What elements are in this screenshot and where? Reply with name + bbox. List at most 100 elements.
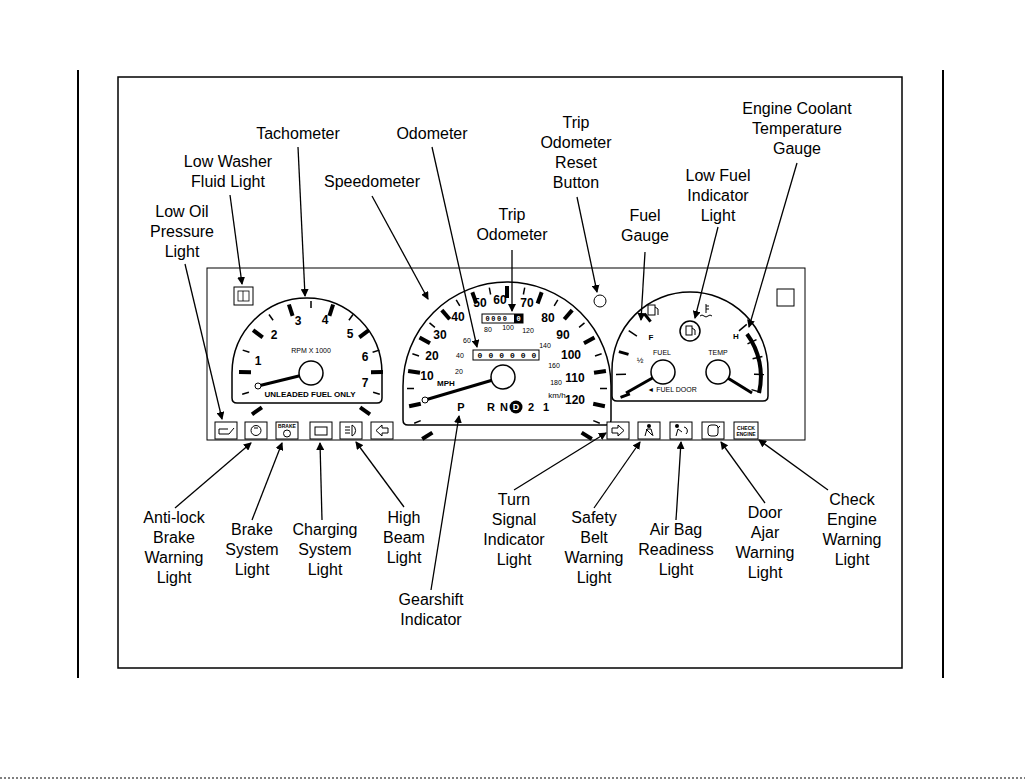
gauge-text: UNLEADED FUEL ONLY: [264, 391, 355, 399]
needle-hub: [491, 365, 515, 389]
gauge-tick: [371, 370, 383, 374]
gauge-tick: [564, 310, 572, 319]
gauge-ticks: [239, 286, 764, 439]
callout-label: Tachometer: [238, 124, 358, 144]
page-rule: [942, 70, 944, 678]
leader-line: [759, 440, 828, 490]
odometer-digits: 0: [516, 315, 520, 322]
callout-label: Check Engine Warning Light: [815, 490, 890, 570]
leader-line: [372, 196, 428, 299]
leader-lines: [175, 147, 828, 590]
callout-label: Fuel Gauge: [615, 206, 675, 246]
leader-line: [577, 197, 597, 292]
kmh-number: 40: [456, 352, 464, 359]
callout-label: Charging System Light: [285, 520, 365, 580]
gear-letter: R: [487, 402, 495, 413]
gauge-tick: [269, 315, 273, 321]
kmh-number: 20: [455, 368, 463, 375]
gauge-tick: [310, 301, 312, 308]
callout-label: Gearshift Indicator: [381, 590, 481, 630]
gauge-tick: [420, 338, 431, 344]
kmh-number: 180: [550, 379, 562, 386]
gauge-tick: [349, 315, 353, 321]
tachometer-face: [232, 298, 382, 403]
gauge-tick: [359, 330, 369, 337]
temp-hot-band: [747, 334, 761, 393]
speed-number: 70: [520, 297, 533, 309]
gauge-tick: [456, 300, 460, 306]
leader-line: [230, 195, 242, 284]
indicator-square: [777, 289, 794, 306]
gear-highlight: [510, 401, 523, 414]
callout-label: Trip Odometer Reset Button: [535, 113, 617, 193]
gauge-tick: [442, 310, 450, 319]
gauge-tick: [408, 371, 420, 373]
callout-label: Low Washer Fluid Light: [178, 152, 278, 192]
gauge-tick: [373, 392, 380, 394]
charging-icon: [310, 422, 332, 439]
gauge-tick: [579, 323, 584, 328]
gauge-tick: [407, 388, 414, 390]
reset-button: [594, 295, 606, 307]
gauge-tick: [239, 370, 251, 374]
odometer-digits: 0000: [486, 315, 509, 322]
gauge-tick: [414, 421, 421, 424]
leader-line: [676, 442, 681, 520]
tach-number: 6: [362, 351, 369, 363]
callout-label: Trip Odometer: [467, 205, 557, 245]
leader-line: [721, 442, 765, 503]
speed-number: 110: [565, 372, 584, 384]
unit-label: km/h: [548, 392, 565, 400]
kmh-number: 120: [522, 327, 534, 334]
callout-label: Speedometer: [312, 172, 432, 192]
cluster-panel: [207, 268, 805, 440]
leader-line: [320, 443, 322, 520]
left-turn-icon: [371, 422, 393, 439]
callout-label: Safety Belt Warning Light: [557, 508, 632, 588]
gauge-text: ◄ FUEL DOOR: [647, 386, 696, 393]
gauge-tick: [594, 371, 606, 373]
callout-label: Odometer: [382, 124, 482, 144]
leader-line: [175, 443, 251, 508]
gauge-tick: [593, 421, 600, 424]
gauge-tick: [621, 394, 630, 397]
leader-line: [514, 433, 606, 490]
tach-number: 3: [295, 315, 302, 327]
low-fuel-light: [680, 321, 700, 341]
speed-number: 20: [425, 350, 438, 362]
gauge-tick: [253, 330, 263, 337]
kmh-number: 140: [539, 342, 551, 349]
gauge-tick: [616, 373, 626, 375]
gauge-tick: [629, 331, 637, 337]
callout-label: Brake System Light: [220, 520, 284, 580]
gear-letter: 1: [543, 402, 549, 413]
leader-line: [511, 250, 512, 311]
kmh-number: 80: [484, 326, 492, 333]
oil-pressure-icon: [215, 422, 237, 439]
door-ajar-icon: [702, 422, 724, 439]
callout-label: Anti-lock Brake Warning Light: [134, 508, 214, 588]
gauge-text: TEMP: [708, 349, 727, 356]
tach-number: 4: [322, 314, 329, 326]
trip-digit-box: [514, 314, 523, 323]
speed-number: 120: [565, 394, 585, 406]
gauge-tick: [242, 392, 249, 394]
kmh-number: 60: [463, 337, 471, 344]
gauge-tick: [412, 354, 419, 356]
leader-line: [432, 147, 477, 347]
abs-icon: [245, 422, 267, 439]
needle-hub: [651, 360, 675, 384]
speed-number: 80: [541, 312, 554, 324]
tach-number: 7: [362, 377, 369, 389]
needle-tip: [422, 397, 428, 403]
gauge-tick: [582, 433, 592, 439]
leader-line: [252, 443, 282, 520]
speed-number: 10: [420, 370, 433, 382]
gauge-tick: [644, 314, 650, 322]
leader-line: [641, 252, 645, 320]
gauge-text: F: [649, 334, 654, 342]
kmh-number: 100: [502, 324, 514, 331]
gauge-text: RPM X 1000: [291, 347, 331, 354]
speedometer-face: [403, 282, 611, 425]
gauge-tick: [595, 354, 602, 356]
